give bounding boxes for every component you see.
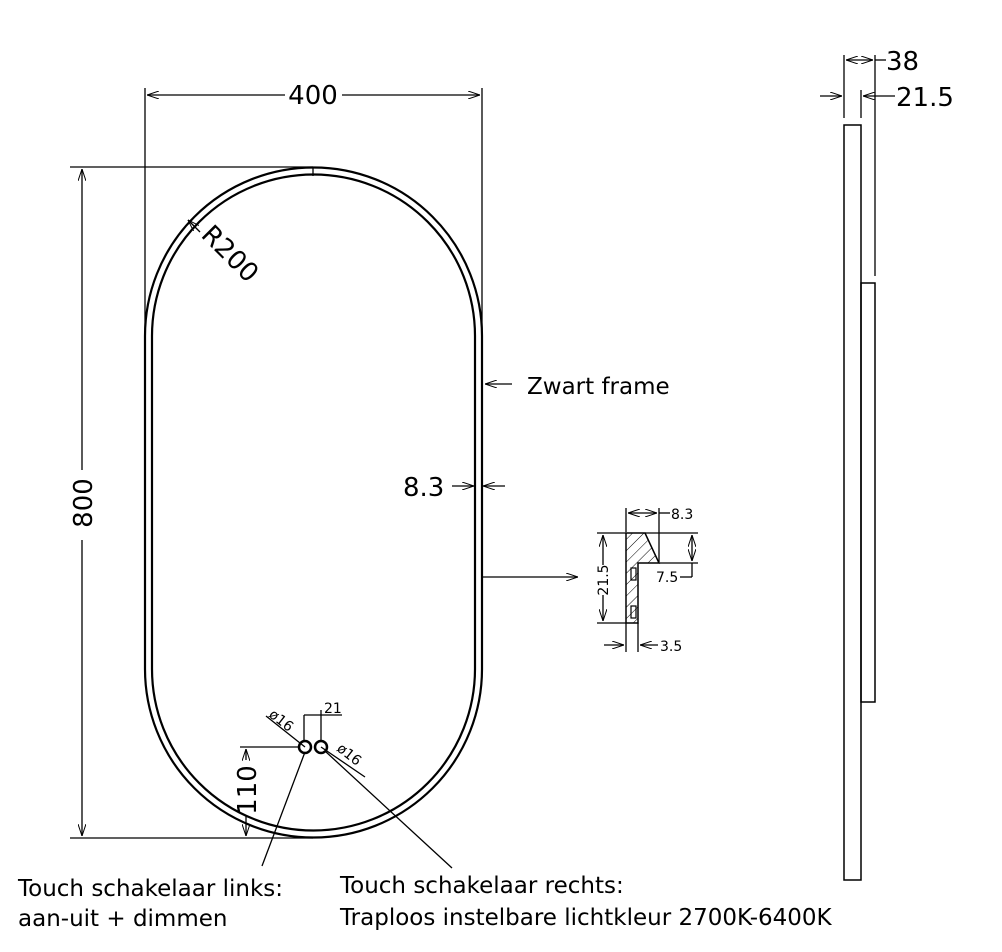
width-label: 400 [288, 81, 338, 111]
left-switch-title: Touch schakelaar links: [17, 876, 283, 902]
radius-dimension: R200 [188, 220, 264, 289]
profile-detail: 8.3 21.5 7.5 3.5 [596, 507, 698, 655]
right-switch-description: Traploos instelbare lichtkleur 2700K-640… [339, 905, 833, 931]
switch-height-label: 110 [233, 765, 263, 815]
frame-label: Zwart frame [527, 374, 670, 400]
depth-total-label: 38 [886, 47, 919, 77]
height-dimension: 800 [69, 166, 313, 839]
profile-step-label: 7.5 [656, 570, 678, 586]
profile-width-bottom-label: 3.5 [660, 639, 682, 655]
switch-spacing-label: 21 [324, 701, 342, 717]
mirror-front-view [143, 166, 484, 839]
hole-right-label: ø16 [334, 741, 365, 770]
profile-width-top-label: 8.3 [671, 507, 693, 523]
outer-frame [143, 166, 484, 839]
frame-width-dimension: 8.3 [403, 473, 505, 503]
height-label: 800 [69, 478, 99, 528]
left-switch-description: aan-uit + dimmen [18, 906, 227, 932]
mirror-side-view: 38 21.5 [820, 47, 954, 881]
frame-width-label: 8.3 [403, 473, 444, 503]
width-dimension: 400 [144, 81, 483, 330]
depth-frame-label: 21.5 [896, 83, 954, 113]
right-switch-title: Touch schakelaar rechts: [339, 873, 624, 899]
hole-left-label: ø16 [266, 707, 297, 736]
touch-switches: 21 ø16 ø16 110 [233, 701, 453, 869]
profile-height-label: 21.5 [596, 564, 612, 595]
radius-label: R200 [195, 220, 264, 289]
inner-frame [150, 173, 477, 832]
